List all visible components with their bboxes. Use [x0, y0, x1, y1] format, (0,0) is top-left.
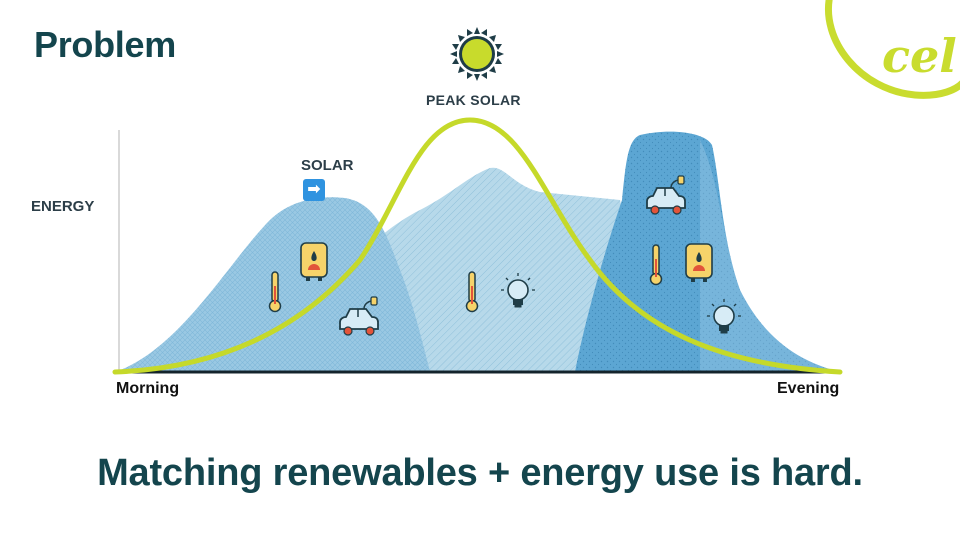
thermometer-icon [649, 244, 663, 286]
evening-label: Evening [777, 380, 840, 397]
energy-axis-label: ENERGY [31, 198, 95, 215]
light-bulb-icon [707, 299, 741, 334]
thermometer-icon [268, 271, 282, 313]
right-arrow-icon: ➡ [303, 179, 325, 201]
morning-label: Morning [116, 380, 180, 397]
water-heater-icon [685, 243, 713, 282]
electric-car-icon [646, 175, 686, 215]
slide-title: Problem [34, 24, 176, 65]
cel-logo: cel [825, 0, 960, 99]
light-bulb-icon [501, 273, 535, 308]
solar-label: SOLAR [301, 157, 354, 174]
water-heater-icon [300, 242, 328, 281]
slide-tagline: Matching renewables + energy use is hard… [97, 452, 863, 494]
sun-icon [450, 27, 504, 81]
logo-text: cel [882, 29, 957, 83]
solar-curve [112, 117, 843, 375]
peak-solar-label: PEAK SOLAR [426, 92, 521, 108]
energy-diagram [112, 27, 843, 375]
thermometer-icon [465, 271, 479, 313]
electric-car-icon [339, 296, 379, 336]
